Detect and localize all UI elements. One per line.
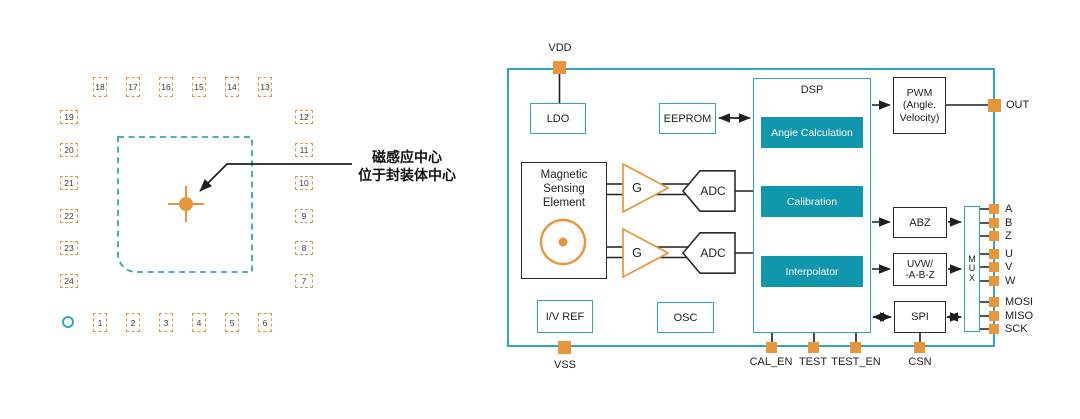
package-pin-3: 3 [159,313,173,332]
pin-label-sck: SCK [1005,323,1028,335]
cal-en-label: CAL_EN [749,356,793,368]
adc2-label: ADC [700,246,726,260]
out-pad [988,99,1001,112]
vss-label: VSS [553,359,576,371]
test-en-pad [850,342,861,353]
gain1-label: G [632,181,642,195]
csn-pad [914,342,925,353]
mux-block: M U X [964,206,980,332]
pad-sck [989,324,999,334]
pad-w [989,276,999,286]
package-pin-2: 2 [126,313,140,332]
interpolator-block: Interpolator [761,256,863,287]
package-pin-8: 8 [295,241,313,255]
package-pin-13: 13 [258,77,272,97]
vdd-label: VDD [548,42,572,54]
pin-label-w: W [1005,275,1016,287]
eeprom-block: EEPROM [659,103,716,134]
pin-label-mosi: MOSI [1005,296,1034,308]
package-outline [55,74,313,334]
package-pin-12: 12 [295,110,313,124]
package-pin-16: 16 [159,77,173,97]
angle-calculation-block: Angie Calculation [761,117,863,148]
package-pin-6: 6 [258,313,272,332]
pin-label-b: B [1005,217,1013,229]
pin-label-u: U [1005,248,1013,260]
adc1-label: ADC [700,184,726,198]
magnetic-sensing-element-block: Magnetic Sensing Element [521,162,607,279]
package-pin-15: 15 [192,77,206,97]
package-pin-21: 21 [60,176,78,190]
osc-block: OSC [657,302,714,333]
pad-a [989,204,999,214]
iv-ref-block: I/V REF [537,300,593,333]
pad-z [989,231,999,241]
spi-block: SPI [894,301,946,333]
test-en-label: TEST_EN [831,356,881,368]
package-pin-4: 4 [192,313,206,332]
pin-label-v: V [1005,261,1013,273]
package-pin-14: 14 [225,77,239,97]
test-label: TEST [798,356,828,368]
package-pin-18: 18 [93,77,107,97]
pad-b [989,218,999,228]
package-pin-5: 5 [225,313,239,332]
package-annotation-text: 磁感应中心 位于封装体中心 [358,149,456,183]
package-pin-22: 22 [60,209,78,223]
pin-label-a: A [1005,203,1013,215]
package-pin-10: 10 [295,176,313,190]
package-pin-7: 7 [295,274,313,288]
package-pin-19: 19 [60,110,78,124]
dsp-block-title: DSP [800,84,824,96]
pin1-indicator-circle [62,316,74,328]
gain2-label: G [632,246,642,260]
pad-mosi [989,297,999,307]
package-pin-1: 1 [93,313,107,332]
pwm-block: PWM (Angle. Velocity) [893,77,946,134]
package-pin-17: 17 [126,77,140,97]
ldo-block: LDO [530,103,586,134]
pad-miso [989,311,999,321]
csn-label: CSN [908,356,932,368]
package-pin-9: 9 [295,209,313,223]
calibration-block: Calibration [761,186,863,217]
out-label: OUT [1006,99,1030,111]
vdd-pad [553,61,566,74]
vss-pad [558,341,571,354]
cal-en-pad [766,342,777,353]
package-pin-11: 11 [295,143,313,157]
pin-label-miso: MISO [1005,310,1034,322]
abz-block: ABZ [893,207,947,238]
test-pad [808,342,819,353]
package-pin-23: 23 [60,241,78,255]
pin-label-z: Z [1005,230,1012,242]
package-pin-20: 20 [60,143,78,157]
package-pin-24: 24 [60,274,78,288]
pad-u [989,249,999,259]
pad-v [989,262,999,272]
uvw-block: UVW/ -A-B-Z [893,253,947,286]
